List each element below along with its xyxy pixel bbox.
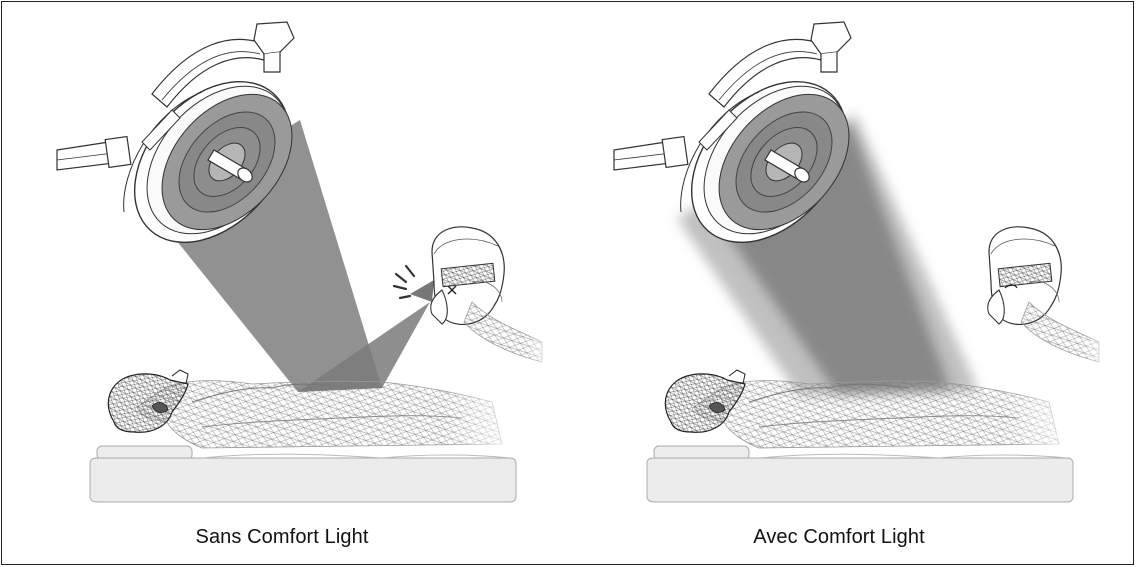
patient-mesh xyxy=(108,370,522,452)
panel-without-comfort-light: Sans Comfort Light xyxy=(2,2,562,566)
glare-rays-icon xyxy=(394,266,414,298)
caption-with: Avec Comfort Light xyxy=(559,526,1119,549)
surgeon-head xyxy=(988,227,1109,372)
patient-mesh xyxy=(665,370,1079,452)
glare-arrowhead xyxy=(410,280,434,302)
illustration-with-comfort-light xyxy=(559,2,1119,522)
illustration-without-comfort-light xyxy=(2,2,562,522)
operating-table xyxy=(647,446,1073,502)
caption-without: Sans Comfort Light xyxy=(2,526,562,549)
surgeon-head xyxy=(431,227,552,372)
operating-table xyxy=(90,446,516,502)
panel-with-comfort-light: Avec Comfort Light xyxy=(559,2,1119,566)
